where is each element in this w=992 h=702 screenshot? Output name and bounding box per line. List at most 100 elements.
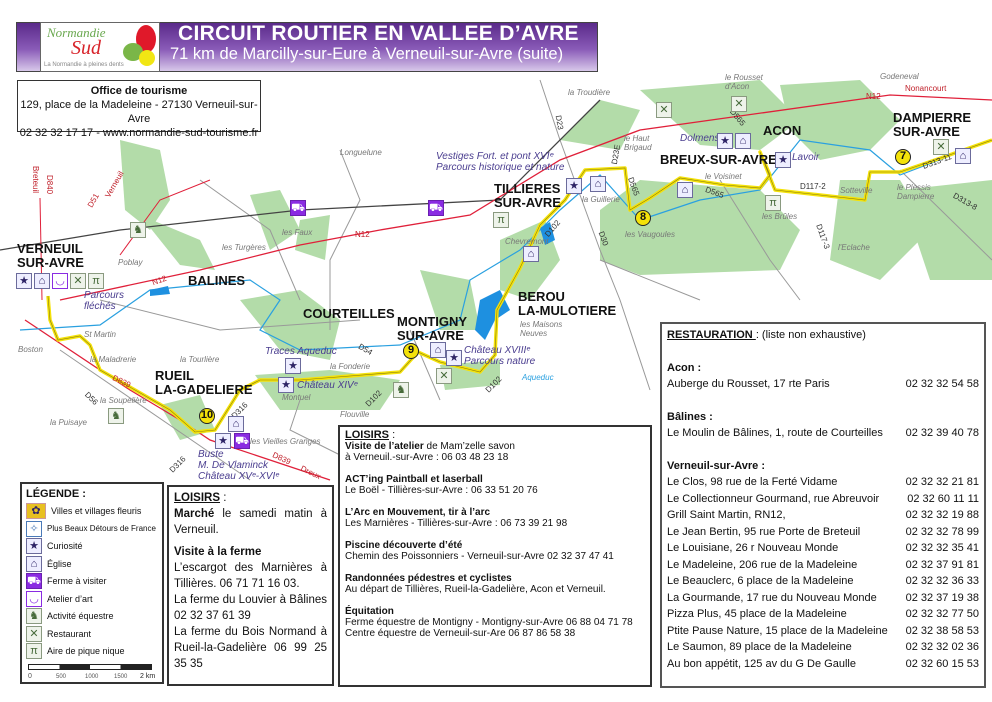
curiosity-icon: ★ [446,350,462,366]
logo-text: Normandie [47,25,106,40]
art-workshop-icon: ◡ [26,590,42,607]
place-label: Montuel [282,393,311,402]
logo-text-sud: Sud [71,37,101,59]
market-text: le samedi matin à Verneuil. [174,508,327,536]
restaurant-name: Pizza Plus, 45 place de la Madeleine [667,608,847,620]
restaurant-note: : (liste non exhaustive) [755,329,866,341]
restaurant-phone: 02 32 60 15 53 [905,657,979,670]
legend-title: LÉGENDE : [26,488,86,500]
stage-10-marker: 10 [199,408,215,424]
equestrian-icon: ♞ [108,408,124,424]
curiosity-icon: ★ [285,358,301,374]
restaurant-icon: ✕ [70,273,86,289]
farm-icon: ⛟ [290,200,306,216]
place-label: le Rousset d'Acon [725,73,763,91]
picnic-icon: π [26,643,42,659]
restaurant-name: Le Saumon, 89 place de la Madeleine [667,641,852,653]
church-icon: ⌂ [26,555,42,572]
scale-label: 1500 [114,674,128,680]
place-label: les Maisons Neuves [520,320,563,338]
legend-label: Curiosité [47,541,83,551]
legend-label: Église [47,558,72,569]
place-label: la Troudière [568,88,611,97]
equestrian-icon: ♞ [26,608,42,624]
place-label: le Haut Brigaud [624,134,652,152]
beaux-detours-icon: ✧ [26,520,42,537]
forests [120,80,992,440]
stage-8-marker: 8 [635,210,651,226]
church-icon: ⌂ [430,342,446,358]
place-label: les Vaugoules [625,230,675,239]
church-icon: ⌂ [590,176,606,192]
town-courteilles: COURTEILLES [303,306,395,321]
restaurant-name: Le Madeleine, 206 rue de la Madeleine [667,558,858,571]
logo-green-blob-icon [123,43,143,61]
restaurant-name: Le Jean Bertin, 95 rue Porte de Breteuil [667,525,861,538]
stage-7-marker: 7 [895,149,911,165]
logo-tagline: La Normandie à pleines dents [44,62,124,68]
curiosity-icon: ★ [717,133,733,149]
direction-label: Breteuil [31,165,41,194]
place-label: Godeneval [880,72,919,81]
place-label: St Martin [84,330,117,339]
restaurant-row: Pizza Plus, 45 place de la Madeleine 02 3… [667,606,979,623]
restaurant-town: Acon : [667,361,702,374]
place-label: Boston [18,345,43,354]
farm-visit-line: La ferme du Bois Normand à Rueil-la-Gade… [174,626,327,670]
scale-label: 0 [28,673,32,680]
scale-label: 1000 [85,674,99,680]
restaurant-phone: 02 32 32 19 88 [905,509,979,521]
page-subtitle: 71 km de Marcilly-sur-Eure à Verneuil-su… [170,45,564,63]
legend-label: Atelier d’art [47,593,93,604]
place-label: les Faux [282,228,313,237]
restaurant-name: Le Collectionneur Gourmand, rue Abreuvoi… [667,492,880,505]
restaurant-town: Bâlines : [667,410,713,423]
office-contact: 02 32 32 17 17 - www.normandie-sud-touri… [19,127,259,139]
legend-label: Aire de pique nique [47,646,125,656]
place-label: la Puisaye [50,418,87,427]
restaurant-phone: 02 32 32 02 36 [905,641,979,653]
equestrian-icon: ♞ [130,222,146,238]
curiosity-icon: ★ [566,178,582,194]
flowered-village-icon: ✿ [26,503,46,519]
picnic-icon: π [493,212,509,228]
restaurant-name: La Gourmande, 17 rue du Nouveau Monde [667,591,877,604]
place-label: le Plessis Dampierre [897,183,935,201]
route-map [0,70,992,702]
restaurant-name: Grill Saint Martin, RN12, [667,509,786,521]
office-address: 129, place de la Madeleine - 27130 Verne… [20,99,258,125]
restaurant-phone: 02 32 32 36 33 [905,575,979,587]
restaurant-phone: 02 32 32 77 50 [905,608,979,620]
place-label: Aqueduc [522,373,554,382]
restaurant-phone: 02 32 60 11 11 [907,492,979,505]
poi-chateau-xiv: Château XIVᵉ [297,380,358,391]
restaurant-icon: ✕ [436,368,452,384]
road-number: N12 [355,230,370,239]
loisirs-market-farm-box: LOISIRS : Marché le samedi matin à Verne… [167,485,334,686]
restaurant-row: Ptite Pause Nature, 15 place de la Madel… [667,623,979,640]
loisirs-activities-box: LOISIRS : Visite de l’atelier de Mam’zel… [338,425,652,687]
road-number: N12 [866,92,881,101]
picnic-icon: π [88,273,104,289]
farm-visit-line: L’escargot des Marnières à Tillières. 06… [174,562,327,590]
poi-dolmens: Dolmens [680,133,720,144]
place-label: les Brûles [762,212,798,221]
church-icon: ⌂ [34,273,50,289]
loisirs-heading: LOISIRS [345,429,390,441]
